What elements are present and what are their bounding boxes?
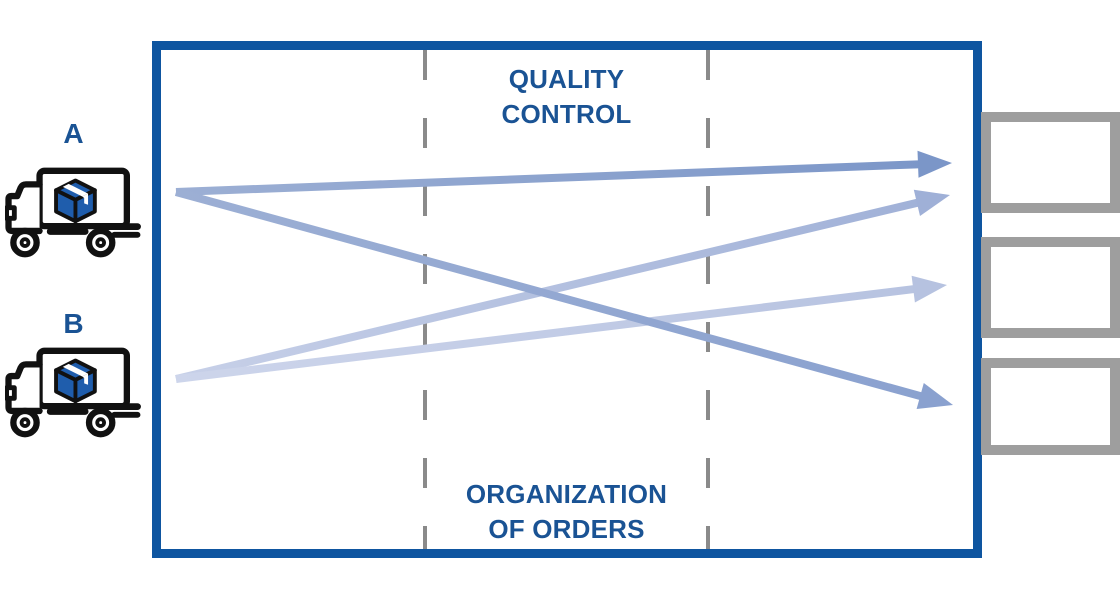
quality-control-zone-label: QUALITY CONTROL <box>425 62 708 132</box>
storage-rack-3 <box>981 358 1120 455</box>
truck-a-icon <box>5 167 141 258</box>
organization-line1: ORGANIZATION <box>465 479 668 509</box>
delivery-truck-icon <box>5 347 141 438</box>
quality-control-line2: CONTROL <box>501 99 632 129</box>
truck-a-label: A <box>63 118 84 149</box>
organization-of-orders-zone-label: ORGANIZATION OF ORDERS <box>425 477 708 547</box>
truck-b-icon <box>5 347 141 438</box>
organization-line2: OF ORDERS <box>488 514 645 544</box>
package-icon <box>54 358 97 404</box>
storage-rack-1 <box>981 112 1120 213</box>
delivery-truck-icon <box>5 167 141 258</box>
truck-b-label: B <box>63 308 84 339</box>
storage-rack-2 <box>981 237 1120 338</box>
quality-control-line1: QUALITY <box>508 64 625 94</box>
package-icon <box>54 178 97 224</box>
